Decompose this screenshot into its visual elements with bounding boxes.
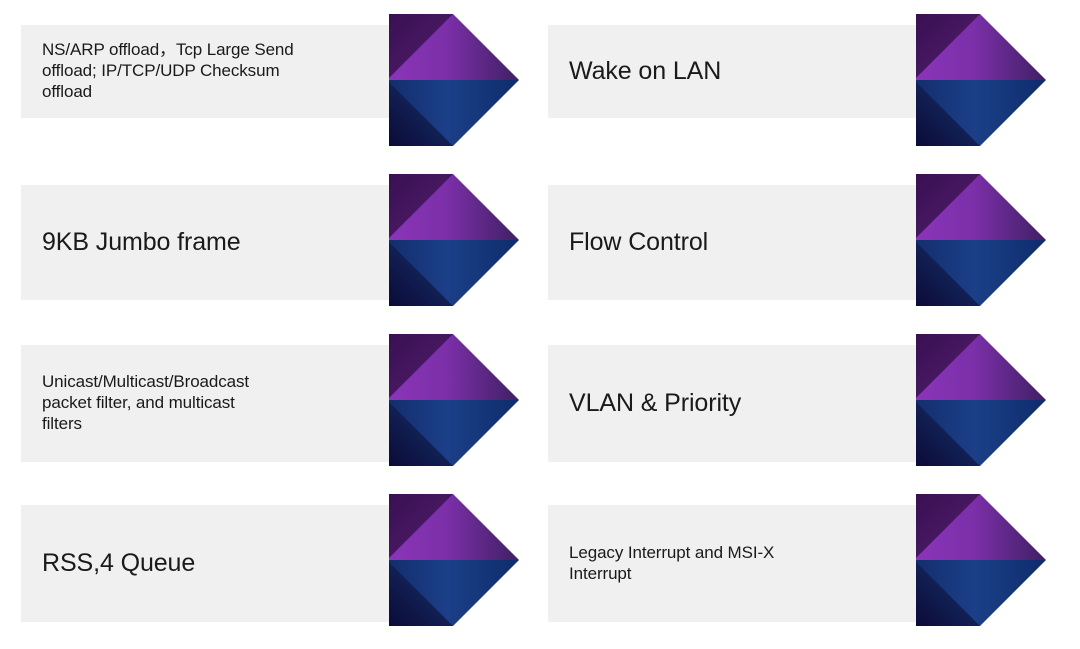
- chevron-arrow-ns-arp-offload: [381, 10, 521, 150]
- chevron-arrow-icon: [916, 174, 1046, 306]
- chevron-arrow-flow-control: [908, 170, 1048, 310]
- chevron-plate-jumbo-frame[interactable]: 9KB Jumbo frame: [21, 185, 402, 300]
- chevron-plate-interrupts[interactable]: Legacy Interrupt and MSI-X Interrupt: [548, 505, 929, 622]
- chevron-arrow-jumbo-frame: [381, 170, 521, 310]
- chevron-arrow-vlan-priority: [908, 330, 1048, 470]
- chevron-arrow-icon: [916, 494, 1046, 626]
- chevron-label-interrupts: Legacy Interrupt and MSI-X Interrupt: [569, 542, 775, 583]
- chevron-arrow-wake-on-lan: [908, 10, 1048, 150]
- chevron-plate-ns-arp-offload[interactable]: NS/ARP offload，Tcp Large Send offload; I…: [21, 25, 402, 118]
- chevron-label-packet-filter: Unicast/Multicast/Broadcast packet filte…: [42, 372, 250, 433]
- chevron-plate-rss-queue[interactable]: RSS,4 Queue: [21, 505, 402, 622]
- chevron-plate-wake-on-lan[interactable]: Wake on LAN: [548, 25, 929, 118]
- chevron-arrow-packet-filter: [381, 330, 521, 470]
- chevron-label-rss-queue: RSS,4 Queue: [42, 549, 196, 578]
- chevron-arrow-rss-queue: [381, 490, 521, 630]
- chevron-arrow-icon: [916, 334, 1046, 466]
- chevron-label-jumbo-frame: 9KB Jumbo frame: [42, 228, 241, 257]
- chevron-label-vlan-priority: VLAN & Priority: [569, 389, 742, 418]
- chevron-arrow-icon: [916, 14, 1046, 146]
- chevron-plate-vlan-priority[interactable]: VLAN & Priority: [548, 345, 929, 462]
- chevron-label-ns-arp-offload: NS/ARP offload，Tcp Large Send offload; I…: [42, 40, 294, 101]
- chevron-arrow-icon: [389, 494, 519, 626]
- chevron-arrow-icon: [389, 14, 519, 146]
- chevron-plate-packet-filter[interactable]: Unicast/Multicast/Broadcast packet filte…: [21, 345, 402, 462]
- chevron-arrow-icon: [389, 174, 519, 306]
- chevron-arrow-interrupts: [908, 490, 1048, 630]
- chevron-plate-flow-control[interactable]: Flow Control: [548, 185, 929, 300]
- chevron-label-wake-on-lan: Wake on LAN: [569, 57, 722, 86]
- chevron-label-flow-control: Flow Control: [569, 228, 709, 257]
- chevron-arrow-icon: [389, 334, 519, 466]
